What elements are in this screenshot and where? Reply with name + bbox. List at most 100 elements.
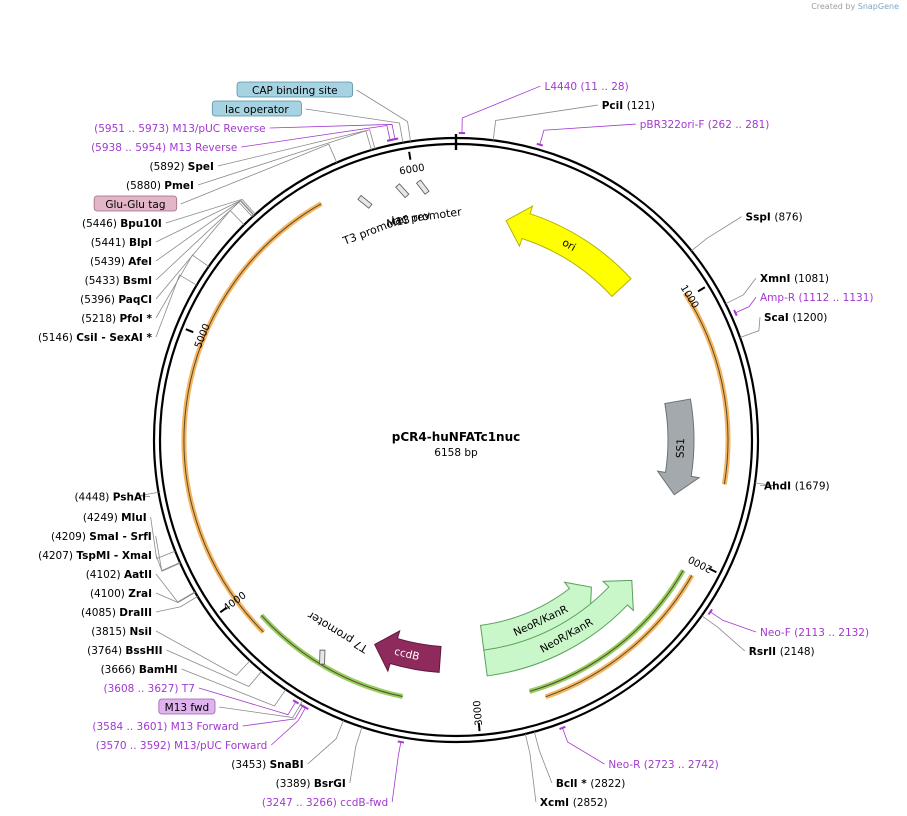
feature-arcs: [181, 201, 731, 700]
feature-arc-core: [260, 614, 403, 697]
site-position: (4207): [38, 550, 76, 562]
site-label: SspI (876): [746, 212, 803, 224]
site-leader-line: [166, 649, 263, 687]
credit-brand: SnapGene: [857, 2, 899, 11]
site-position: (5892): [150, 161, 188, 173]
site-label: (4249) MluI: [83, 512, 147, 524]
site-label: (5441) BlpI: [91, 237, 152, 249]
site-name: AhdI: [764, 481, 795, 493]
primer-mark: [391, 137, 399, 141]
site-leader-line: [524, 733, 537, 803]
site-name: PshAI: [113, 492, 146, 504]
feature-box-label: lac operator: [225, 104, 289, 116]
site-label: (5446) Bpu10I: [82, 218, 162, 230]
site-position: (4085): [81, 607, 119, 619]
site-position: (121): [627, 100, 655, 112]
site-label: (4100) ZraI: [90, 588, 152, 600]
site-position: (1200): [792, 312, 827, 324]
primer-leader-line: [271, 706, 307, 746]
site-position: (5218): [81, 313, 119, 325]
site-name: AatII: [124, 569, 152, 581]
feature-arc: [181, 201, 323, 634]
site-name: BsmI: [123, 275, 152, 287]
site-leader-line: [155, 630, 251, 676]
tick-label: 3000: [472, 700, 485, 726]
primer-label: (3584 .. 3601) M13 Forward: [92, 721, 238, 733]
site-name: PfoI *: [119, 313, 152, 325]
primer-leader-line: [242, 704, 304, 727]
site-leader-line: [754, 482, 775, 487]
site-label: (3815) NsiI: [91, 626, 152, 638]
tick-label: 6000: [399, 163, 426, 178]
site-name: PciI: [602, 100, 627, 112]
primer-mark: [707, 608, 713, 616]
site-position: (5880): [126, 180, 164, 192]
site-leader-line: [533, 731, 553, 784]
site-name: MluI: [121, 512, 146, 524]
site-label: (4209) SmaI - SrfI: [51, 531, 152, 543]
tick-mark: [697, 286, 706, 293]
primer-label: (5938 .. 5954) M13 Reverse: [91, 142, 237, 154]
site-name: XmnI: [760, 273, 794, 285]
site-leader-line: [356, 89, 411, 142]
site-position: (5441): [91, 237, 129, 249]
plasmid-size: 6158 bp: [434, 447, 478, 459]
site-label: XcmI (2852): [540, 797, 608, 809]
primer-leader-line: [734, 296, 757, 314]
site-position: (5439): [90, 256, 128, 268]
site-position: (3666): [101, 664, 139, 676]
feature-box: [158, 698, 216, 715]
site-position: (876): [774, 212, 802, 224]
site-name: ZraI: [128, 588, 152, 600]
site-position: (5433): [85, 275, 123, 287]
primer-leader-line: [561, 726, 605, 765]
site-name: SpeI: [188, 161, 214, 173]
feature-arrow: [374, 629, 442, 673]
feature-arc-core: [529, 570, 684, 692]
site-name: PmeI: [164, 180, 194, 192]
site-leader-line: [155, 592, 196, 603]
site-position: (2148): [780, 646, 815, 658]
tick-label: 1000: [678, 283, 701, 310]
site-position: (4100): [90, 588, 128, 600]
feature-arrow: [656, 398, 701, 496]
site-leader-line: [492, 104, 598, 141]
site-name: BclI *: [556, 778, 591, 790]
primer-leader-line: [241, 125, 391, 148]
feature-box-label: Glu-Glu tag: [105, 199, 165, 211]
site-label: (3453) SnaBI: [231, 759, 303, 771]
site-leader-line: [701, 615, 746, 652]
feature-box: [236, 81, 354, 98]
feature-label: ccdB: [393, 646, 420, 663]
site-position: (2852): [573, 797, 608, 809]
site-leader-line: [155, 254, 209, 319]
site-leader-line: [725, 277, 757, 305]
credit-prefix: Created by: [811, 2, 856, 11]
site-leader-line: [155, 573, 196, 603]
primer-sites: L4440 (11 .. 28)pBR322ori-F (262 .. 281)…: [91, 81, 873, 809]
site-label: (4448) PshAI: [74, 492, 146, 504]
primer-leader-line: [391, 740, 402, 803]
site-label: RsrII (2148): [749, 646, 815, 658]
feature-label: ori: [560, 237, 578, 254]
site-position: (5396): [80, 294, 118, 306]
site-leader-line: [155, 535, 181, 572]
primer-label: pBR322ori-F (262 .. 281): [640, 119, 770, 131]
site-leader-line: [218, 700, 304, 718]
site-leader-line: [155, 199, 255, 243]
feature-arc-core: [684, 292, 729, 485]
feature-box-label: CAP binding site: [252, 85, 338, 97]
primer-mark: [559, 725, 566, 730]
site-label: PciI (121): [602, 100, 655, 112]
site-name: BsrGI: [314, 778, 346, 790]
site-label: (5146) CsiI - SexAI *: [38, 332, 153, 344]
site-name: DraIII: [119, 607, 152, 619]
site-label: XmnI (1081): [760, 273, 829, 285]
site-name: TspMI - XmaI: [76, 550, 152, 562]
primer-mark: [397, 740, 405, 744]
site-label: (5433) BsmI: [85, 275, 152, 287]
site-position: (3764): [87, 645, 125, 657]
